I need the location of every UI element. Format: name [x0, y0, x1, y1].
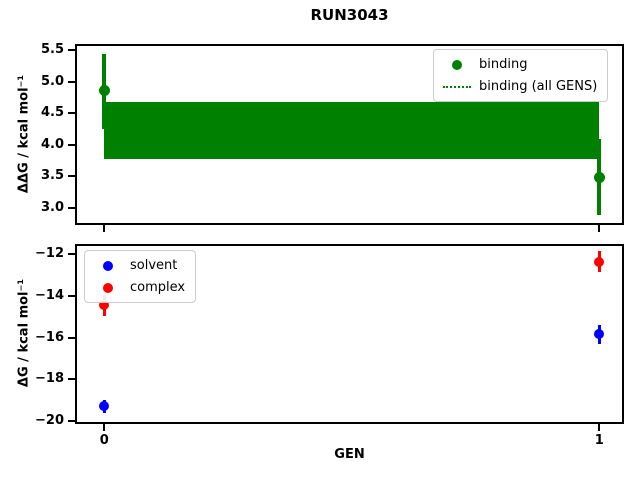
- legend-item-complex: complex: [93, 277, 185, 298]
- legend-label: solvent: [130, 258, 178, 273]
- binding-marker-icon: [452, 59, 462, 70]
- figure-title: RUN3043: [310, 6, 389, 24]
- y-tick-label: 5.0: [40, 73, 64, 89]
- y-tick-label: 4.0: [40, 136, 64, 152]
- y-tick-mark: [68, 175, 75, 178]
- top-subplot: [75, 44, 624, 225]
- solvent-marker-icon: [103, 260, 113, 271]
- x-axis-label: GEN: [334, 447, 365, 462]
- legend-handle: [442, 85, 472, 88]
- y-tick-mark: [68, 112, 75, 115]
- x-tick-mark: [103, 225, 106, 232]
- legend-handle: [442, 59, 472, 70]
- x-tick-mark: [103, 423, 106, 431]
- y-tick-mark: [68, 419, 75, 422]
- legend-label: complex: [130, 280, 186, 295]
- dotted-line-icon: [443, 85, 471, 88]
- legend-handle: [93, 260, 123, 271]
- legend-label: binding (all GENS): [479, 79, 598, 94]
- y-tick-mark: [68, 294, 75, 297]
- y-tick-mark: [68, 336, 75, 339]
- y-tick-mark: [68, 143, 75, 146]
- y-tick-label: −16: [35, 329, 64, 345]
- y-tick-label: −20: [35, 412, 64, 428]
- y-tick-mark: [68, 206, 75, 209]
- y-tick-label: −12: [35, 246, 64, 262]
- legend-item-binding-all-gens: binding (all GENS): [442, 76, 597, 97]
- complex-marker-icon: [103, 282, 113, 293]
- y-tick-label: −18: [35, 371, 64, 387]
- x-tick-mark: [598, 225, 601, 232]
- y-tick-mark: [68, 49, 75, 52]
- legend-handle: [93, 282, 123, 293]
- solvent-data-point: [594, 329, 605, 340]
- y-tick-label: 4.5: [40, 105, 64, 121]
- x-tick-label: 0: [99, 432, 109, 448]
- legend-item-solvent: solvent: [93, 255, 185, 276]
- solvent-data-point: [99, 401, 110, 412]
- y-tick-label: 3.5: [40, 168, 64, 184]
- legend-label: binding: [479, 57, 528, 72]
- band-region-binding-all-gens-: [104, 102, 600, 159]
- legend-bottom: solvent complex: [84, 250, 197, 303]
- legend-item-binding: binding: [442, 54, 597, 75]
- y-tick-label: −14: [35, 287, 64, 303]
- y-tick-label: 5.5: [40, 42, 64, 58]
- y-tick-label: 3.0: [40, 199, 64, 215]
- legend-top: binding binding (all GENS): [433, 49, 609, 102]
- bottom-subplot: [75, 244, 624, 424]
- complex-data-point: [99, 300, 110, 311]
- complex-data-point: [594, 256, 605, 267]
- binding-data-point: [593, 171, 605, 183]
- y-tick-mark: [68, 253, 75, 256]
- x-tick-label: 1: [594, 432, 604, 448]
- y-tick-mark: [68, 80, 75, 83]
- y-tick-mark: [68, 378, 75, 381]
- x-tick-mark: [598, 423, 601, 431]
- binding-data-point: [98, 85, 110, 97]
